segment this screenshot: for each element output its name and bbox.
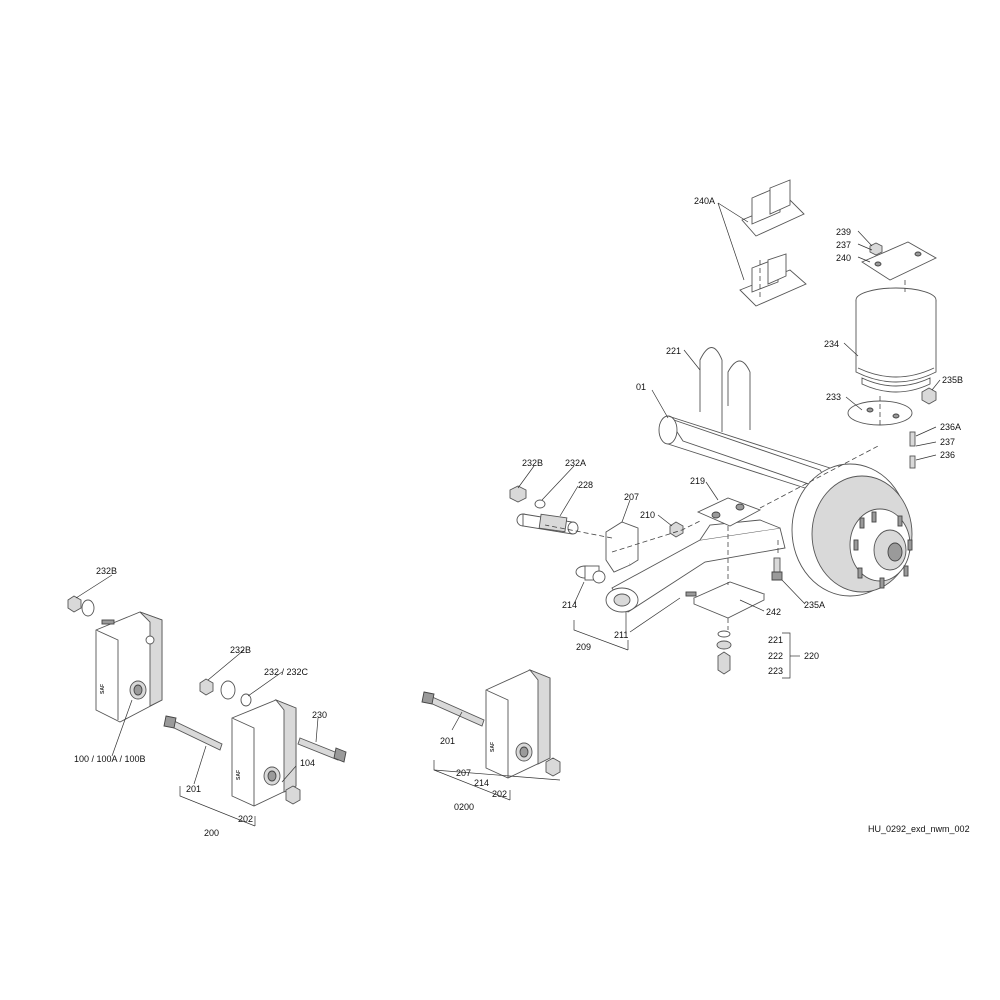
callout-237-top: 237 — [836, 240, 851, 250]
callout-104: 104 — [300, 758, 315, 768]
callout-labels: 240A 239 237 240 221 234 01 235B 233 236… — [74, 196, 963, 838]
callout-223: 223 — [768, 666, 783, 676]
drawing-reference: HU_0292_exd_nwm_002 — [868, 824, 970, 834]
leader-lines — [75, 202, 941, 785]
bolt-201-right — [421, 691, 485, 727]
callout-209: 209 — [576, 642, 591, 652]
callout-237-bottom: 237 — [940, 437, 955, 447]
hanger-bracket-207 — [605, 521, 639, 573]
bush-214 — [575, 565, 606, 584]
callout-235B: 235B — [942, 375, 963, 385]
washer-232A — [534, 499, 546, 509]
callout-228: 228 — [578, 480, 593, 490]
saf-stamp-200: SAF — [236, 770, 242, 780]
callout-236: 236 — [940, 450, 955, 460]
bolt-201-mid — [163, 715, 223, 751]
brake-drum-hub — [791, 463, 913, 597]
callout-01: 01 — [636, 382, 646, 392]
bottom-plate-242 — [685, 581, 766, 619]
callout-239: 239 — [836, 227, 851, 237]
callout-242: 242 — [766, 607, 781, 617]
callout-100-100A-100B: 100 / 100A / 100B — [74, 754, 146, 764]
nut-202-right — [545, 757, 561, 777]
air-spring-234 — [855, 287, 937, 393]
callout-221-ubolt: 221 — [666, 346, 681, 356]
top-plate-240 — [861, 241, 937, 281]
nut-232B-mid — [199, 678, 252, 707]
callout-214-axle: 214 — [562, 600, 577, 610]
callout-230: 230 — [312, 710, 327, 720]
callout-232-232C: 232 / 232C — [264, 667, 309, 677]
callout-232B-left: 232B — [96, 566, 117, 576]
bolt-230 — [297, 737, 347, 763]
callout-232B-right: 232B — [522, 458, 543, 468]
callout-0200: 0200 — [454, 802, 474, 812]
trailing-arm — [605, 519, 786, 613]
callout-214-right: 214 — [474, 778, 489, 788]
axle-beam — [658, 415, 837, 497]
callout-201-right: 201 — [440, 736, 455, 746]
nut-210 — [669, 521, 684, 538]
callout-211: 211 — [614, 630, 628, 640]
saf-stamp-100: SAF — [100, 684, 106, 694]
shock-absorber-228 — [516, 513, 579, 535]
brackets-240A — [739, 179, 807, 307]
callout-240: 240 — [836, 253, 851, 263]
bolts-236 — [909, 431, 916, 469]
callout-207-axle: 207 — [624, 492, 639, 502]
nut-235B — [921, 387, 937, 405]
nut-202-mid — [285, 785, 301, 805]
nut-232B-left — [67, 595, 115, 625]
fastener-set-220 — [716, 630, 732, 675]
callout-221-washer: 221 — [768, 635, 783, 645]
bolt-239-237 — [869, 242, 883, 256]
callout-240A: 240A — [694, 196, 715, 206]
group-brackets — [179, 620, 800, 827]
u-bolts-221 — [699, 347, 751, 432]
callout-234: 234 — [824, 339, 839, 349]
wheel-studs — [853, 511, 913, 589]
callout-219: 219 — [690, 476, 705, 486]
callout-207-right: 207 — [456, 768, 471, 778]
callout-201-mid: 201 — [186, 784, 201, 794]
top-plate-219 — [696, 497, 762, 527]
callout-235A: 235A — [804, 600, 825, 610]
callout-202-right: 202 — [492, 789, 507, 799]
hanger-bracket-200 — [231, 698, 297, 807]
saf-stamp-0200: SAF — [490, 742, 496, 752]
nut-232B-right — [509, 485, 527, 503]
callout-200: 200 — [204, 828, 219, 838]
callout-233: 233 — [826, 392, 841, 402]
callout-236A: 236A — [940, 422, 961, 432]
bolt-235A — [771, 557, 783, 581]
callout-202-mid: 202 — [238, 814, 253, 824]
callout-222: 222 — [768, 651, 783, 661]
callout-220: 220 — [804, 651, 819, 661]
callout-210: 210 — [640, 510, 655, 520]
assembly-centerlines — [544, 260, 906, 630]
callout-232A: 232A — [565, 458, 586, 468]
callout-232B-mid: 232B — [230, 645, 251, 655]
hanger-bracket-100 — [95, 611, 163, 723]
hanger-bracket-0200 — [485, 668, 551, 779]
